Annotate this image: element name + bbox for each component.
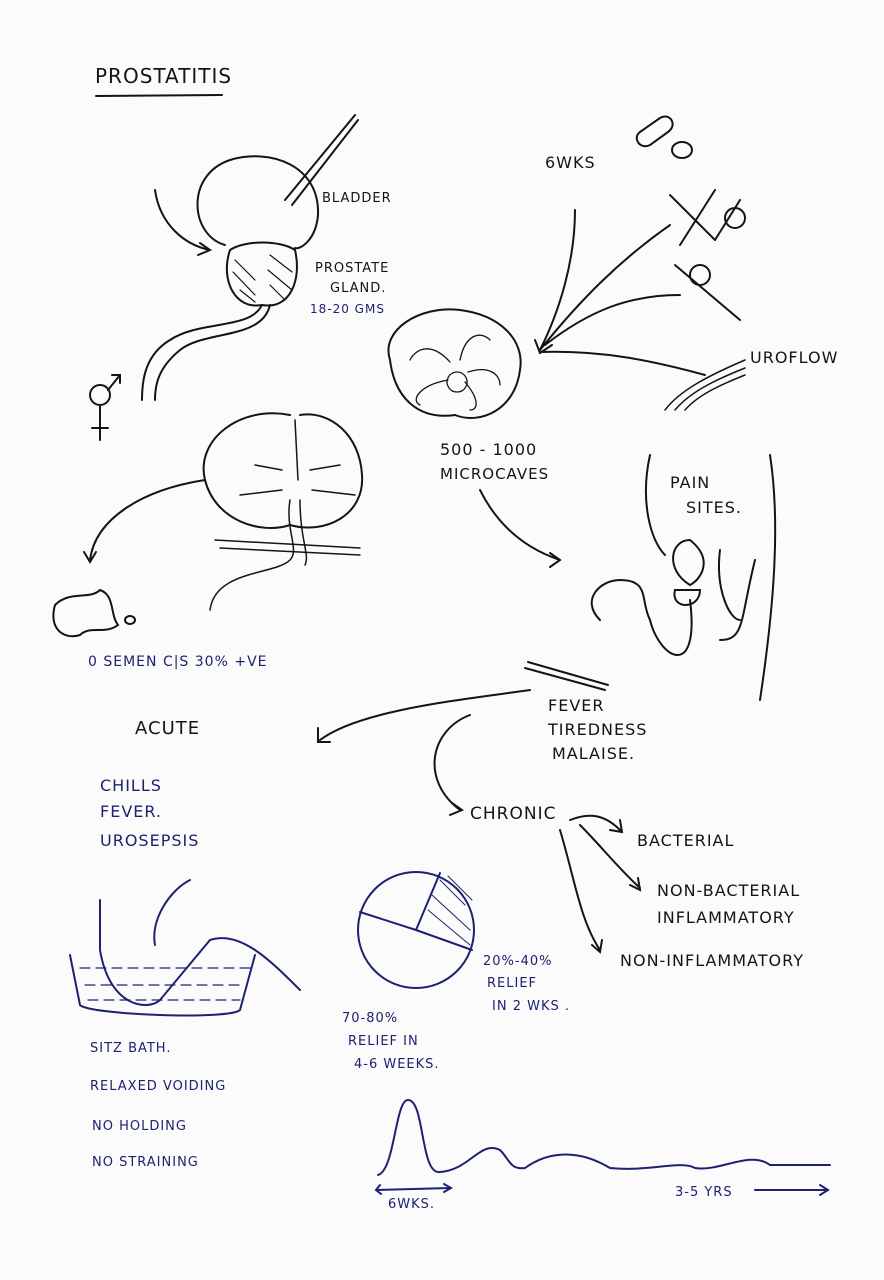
treatment-item: NO STRAINING xyxy=(92,1155,199,1170)
label-uroflow: UROFLOW xyxy=(750,348,839,367)
title-underline xyxy=(95,94,223,97)
treatment-item: SITZ BATH. xyxy=(90,1041,172,1056)
drug-branches xyxy=(534,209,706,376)
page-title: PROSTATITIS xyxy=(95,64,233,88)
label-microcaves-count: 500 - 1000 xyxy=(440,440,538,459)
label-relief-6wks: RELIEF IN xyxy=(348,1034,419,1049)
label-semen: 0 SEMEN C|S 30% +VE xyxy=(88,654,268,670)
label-bladder: BLADDER xyxy=(322,191,392,206)
bladder-drawing xyxy=(196,155,320,250)
label-fever: FEVER xyxy=(548,696,605,715)
semen-blob xyxy=(52,588,137,638)
timeline-start-label: 6WKS. xyxy=(388,1197,436,1212)
arrow-to-pain xyxy=(479,489,562,568)
treatment-item: NO HOLDING xyxy=(92,1119,187,1134)
water-lines xyxy=(79,967,251,1001)
label-gland: GLAND. xyxy=(330,281,387,296)
label-acute: ACUTE xyxy=(135,718,201,739)
pie-hatching xyxy=(427,875,473,946)
uroflow-stream xyxy=(664,359,746,411)
thermometer xyxy=(524,661,609,691)
arrow-to-bacterial xyxy=(569,814,624,834)
body-outline xyxy=(590,454,777,701)
recurrence-curve xyxy=(377,1098,831,1176)
label-nonbacterial: NON-BACTERIAL xyxy=(657,881,801,900)
arrow-to-chronic xyxy=(433,714,471,816)
treatment-item: RELAXED VOIDING xyxy=(90,1079,227,1094)
label-microcaves: MICROCAVES xyxy=(440,465,550,483)
label-sites: SITES. xyxy=(686,498,742,517)
pie-chart xyxy=(357,871,475,989)
label-weight: 18-20 GMS xyxy=(310,302,385,316)
label-tiredness: TIREDNESS xyxy=(548,720,648,739)
arrow-to-acute xyxy=(317,689,531,743)
acute-item: UROSEPSIS xyxy=(100,831,200,850)
timeline-end-label: 3-5 YRS xyxy=(675,1185,733,1200)
catheter-drawing xyxy=(284,114,359,206)
label-6wks: 6WKS xyxy=(545,153,596,172)
label-relief-2wks: RELIEF xyxy=(487,976,538,991)
pill-icons xyxy=(635,115,694,159)
arrow-to-noninflammatory xyxy=(559,829,603,954)
label-relief-percent-2wks: 20%-40% xyxy=(483,954,553,969)
prostate-hatching xyxy=(232,254,293,303)
label-in-2wks: IN 2 WKS . xyxy=(492,999,570,1014)
timeline-arrows xyxy=(374,1183,830,1196)
label-pain: PAIN xyxy=(670,473,711,492)
sitz-bath xyxy=(69,879,301,1017)
gender-symbol xyxy=(89,374,121,441)
organs-drawing xyxy=(672,539,741,621)
label-malaise: MALAISE. xyxy=(552,744,636,763)
label-bacterial: BACTERIAL xyxy=(637,831,735,850)
label-chronic: CHRONIC xyxy=(470,804,557,824)
label-relief-percent-6wks: 70-80% xyxy=(342,1011,399,1026)
prostate-drawing xyxy=(225,241,298,307)
no-drug-icons xyxy=(669,189,747,321)
prostate-flow-arrows xyxy=(209,419,356,611)
prostate-section-drawing xyxy=(202,412,364,529)
arrow-to-prostate xyxy=(154,189,213,256)
label-4-6-weeks: 4-6 WEEKS. xyxy=(354,1057,440,1072)
gland-ducts xyxy=(409,334,501,411)
pelvic-floor xyxy=(214,539,361,556)
urethra-drawing xyxy=(141,304,271,401)
label-inflammatory: INFLAMMATORY xyxy=(657,908,795,927)
gland-section-drawing xyxy=(387,308,522,419)
acute-item: FEVER. xyxy=(100,802,162,821)
label-prostate: PROSTATE xyxy=(315,261,390,276)
arrow-to-nonbacterial xyxy=(579,824,642,892)
pie-slice-20-40 xyxy=(359,872,473,951)
arrow-to-semen xyxy=(83,479,206,564)
label-noninflammatory: NON-INFLAMMATORY xyxy=(620,951,804,970)
acute-item: CHILLS xyxy=(100,776,162,795)
